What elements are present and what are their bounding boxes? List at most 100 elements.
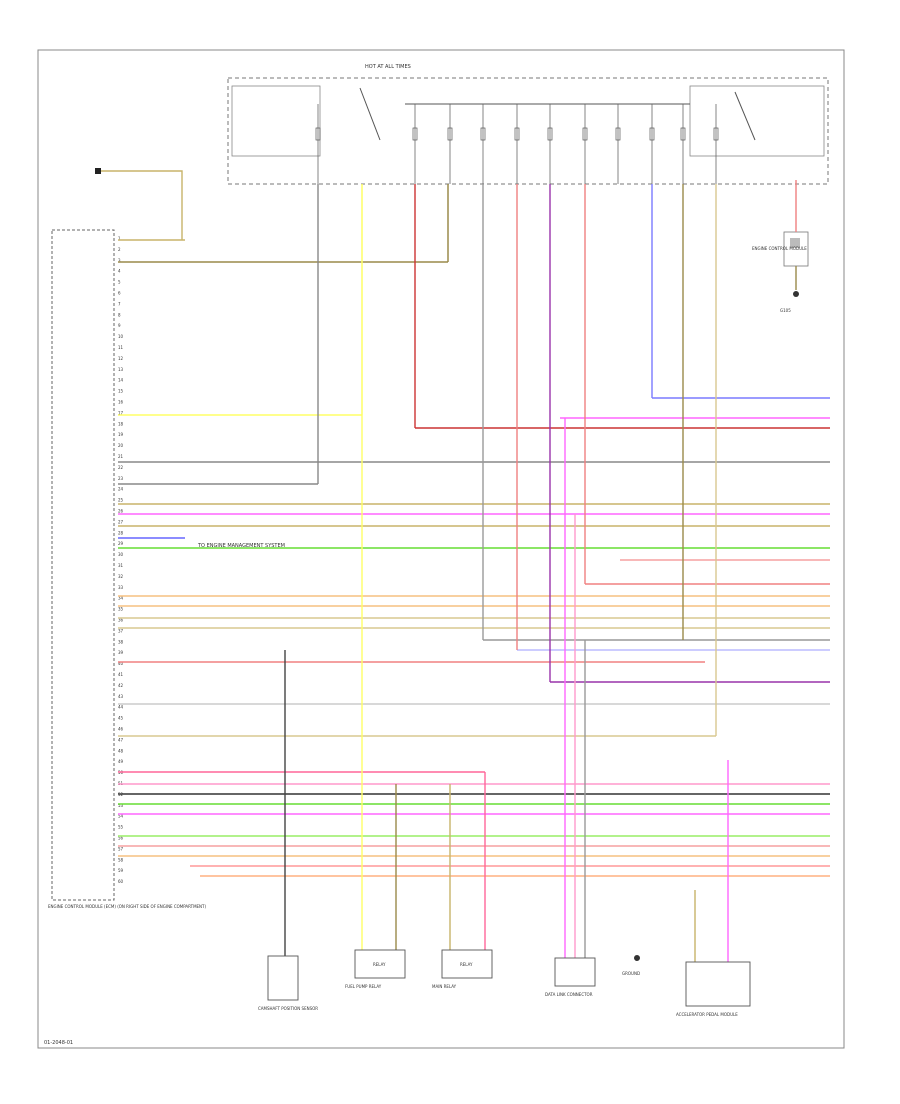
ecm-pin: 24	[118, 487, 124, 492]
ecm-pin: 53	[118, 803, 124, 808]
ecm-pin: 32	[118, 574, 124, 579]
ecm-pin: 56	[118, 836, 124, 841]
fuse-box-header: HOT AT ALL TIMES	[365, 64, 411, 70]
fuse-row	[315, 104, 719, 184]
fuse-element	[480, 127, 486, 141]
ecm-pin: 23	[118, 476, 124, 481]
component-label: GROUND	[622, 971, 640, 976]
ecm-pin: 35	[118, 607, 124, 612]
ecm-pin: 39	[118, 650, 124, 655]
relay-right-outline	[689, 85, 825, 157]
fuse-element	[547, 127, 553, 141]
component-label: DATA LINK CONNECTOR	[545, 992, 593, 997]
ecm-pin: 2	[118, 247, 121, 252]
ecm-pin: 12	[118, 356, 124, 361]
component-box-label: RELAY	[460, 962, 473, 967]
footer-code: 01-2048-01	[44, 1040, 73, 1046]
ecm-pin: 6	[118, 291, 121, 296]
wire-harness	[118, 184, 830, 877]
fuse-box-outline	[227, 77, 829, 185]
ecm-pin: 15	[118, 389, 124, 394]
ecm-pin: 58	[118, 857, 124, 862]
ecm-pin: 31	[118, 563, 124, 568]
ecm-pin: 46	[118, 727, 124, 732]
component-label: ACCELERATOR PEDAL MODULE	[676, 1012, 738, 1017]
ecm-pin: 27	[118, 519, 124, 524]
component-box	[267, 955, 299, 1001]
fuse-element	[582, 127, 588, 141]
component-box	[554, 957, 596, 987]
fuse-element	[412, 127, 418, 141]
right-module-label: ENGINE CONTROL MODULE	[752, 246, 807, 251]
ecm-pin: 57	[118, 846, 124, 851]
component-box	[354, 949, 406, 979]
ecm-pin: 14	[118, 378, 124, 383]
ecm-outline	[51, 229, 115, 901]
ecm-pin: 36	[118, 618, 124, 623]
ecm-pin: 38	[118, 639, 124, 644]
relay-left-outline	[231, 85, 321, 157]
ecm-pin: 40	[118, 661, 124, 666]
ecm-pin: 26	[118, 509, 124, 514]
fuse-element	[713, 127, 719, 141]
component-box	[685, 961, 751, 1007]
fuse-element	[447, 127, 453, 141]
ground-symbol	[634, 955, 640, 961]
fuse-element	[514, 127, 520, 141]
fuse-relay-box: HOT AT ALL TIMES	[227, 64, 829, 185]
ecm-pin: 17	[118, 410, 124, 415]
ground-square	[95, 168, 101, 174]
ecm-pin: 41	[118, 672, 124, 677]
component-label: MAIN RELAY	[432, 984, 457, 989]
ecm-pin: 11	[118, 345, 124, 350]
ecm-pin: 13	[118, 367, 124, 372]
ecm-block: 1234567891011121314151617181920212223242…	[48, 229, 206, 909]
ecm-pin: 37	[118, 628, 124, 633]
ecm-pin: 22	[118, 465, 124, 470]
mid-label: TO ENGINE MANAGEMENT SYSTEM	[197, 543, 285, 549]
component-label: FUEL PUMP RELAY	[345, 984, 382, 989]
ecm-pin: 44	[118, 705, 124, 710]
ecm-pin: 49	[118, 759, 124, 764]
chassis-ground-label: G105	[780, 308, 791, 313]
ecm-pin: 20	[118, 443, 124, 448]
ecm-pin: 29	[118, 541, 124, 546]
ecm-pin: 42	[118, 683, 124, 688]
ecm-pin: 10	[118, 334, 124, 339]
ecm-pin: 16	[118, 400, 124, 405]
ecm-pin: 3	[118, 258, 121, 263]
right-module: ENGINE CONTROL MODULE G105	[752, 180, 809, 313]
ecm-pin: 34	[118, 596, 124, 601]
ecm-pin: 55	[118, 825, 124, 830]
ecm-pin: 54	[118, 814, 124, 819]
ecm-pin: 19	[118, 432, 124, 437]
ecm-pin: 9	[118, 323, 121, 328]
component-box-label: RELAY	[373, 962, 386, 967]
ecm-pin-list: 1234567891011121314151617181920212223242…	[118, 236, 124, 884]
fuse-element	[615, 127, 621, 141]
ecm-pin: 7	[118, 301, 121, 306]
diagram-border	[37, 49, 845, 1049]
fuse-element	[649, 127, 655, 141]
ecm-pin: 48	[118, 748, 124, 753]
ecm-pin: 1	[118, 236, 121, 241]
ecm-pin: 47	[118, 737, 124, 742]
ecm-pin: 5	[118, 280, 121, 285]
ecm-pin: 21	[118, 454, 124, 459]
ecm-pin: 30	[118, 552, 124, 557]
fuse-element	[315, 127, 321, 141]
fuse-element	[680, 127, 686, 141]
ecm-pin: 18	[118, 421, 124, 426]
component-box	[441, 949, 493, 979]
ecm-pin: 25	[118, 498, 124, 503]
ecm-pin: 45	[118, 716, 124, 721]
ecm-pin: 60	[118, 879, 124, 884]
ecm-pin: 33	[118, 585, 124, 590]
component-row: CAMSHAFT POSITION SENSOR RELAY FUEL PUMP R…	[258, 415, 751, 1017]
ecm-pin: 59	[118, 868, 124, 873]
component-label: CAMSHAFT POSITION SENSOR	[258, 1006, 318, 1011]
ecm-pin: 8	[118, 312, 121, 317]
ecm-pin: 4	[118, 269, 121, 274]
